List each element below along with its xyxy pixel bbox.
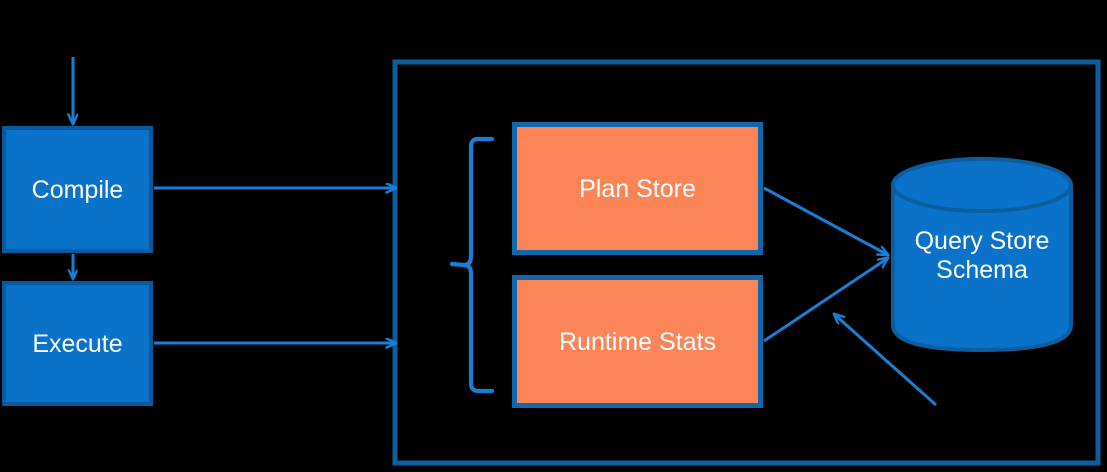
arrow-runtime-stats-to-schema — [763, 258, 888, 343]
store-group-brace-tip — [449, 261, 467, 268]
node-execute-label: Execute — [32, 329, 123, 358]
node-runtime-stats-label: Runtime Stats — [558, 327, 716, 356]
node-plan-store-label: Plan Store — [579, 174, 696, 203]
node-runtime-stats[interactable]: Runtime Stats — [512, 275, 763, 408]
store-group-brace — [461, 136, 495, 394]
node-compile[interactable]: Compile — [2, 126, 153, 253]
arrow-external-to-schema — [834, 314, 937, 407]
node-query-store-schema-label: Query Store Schema — [893, 218, 1071, 294]
node-plan-store[interactable]: Plan Store — [512, 122, 763, 255]
node-compile-label: Compile — [31, 175, 124, 204]
query-store-schema-text: Query Store Schema — [914, 226, 1050, 285]
node-execute[interactable]: Execute — [2, 281, 153, 406]
arrow-plan-store-to-schema — [763, 186, 888, 255]
